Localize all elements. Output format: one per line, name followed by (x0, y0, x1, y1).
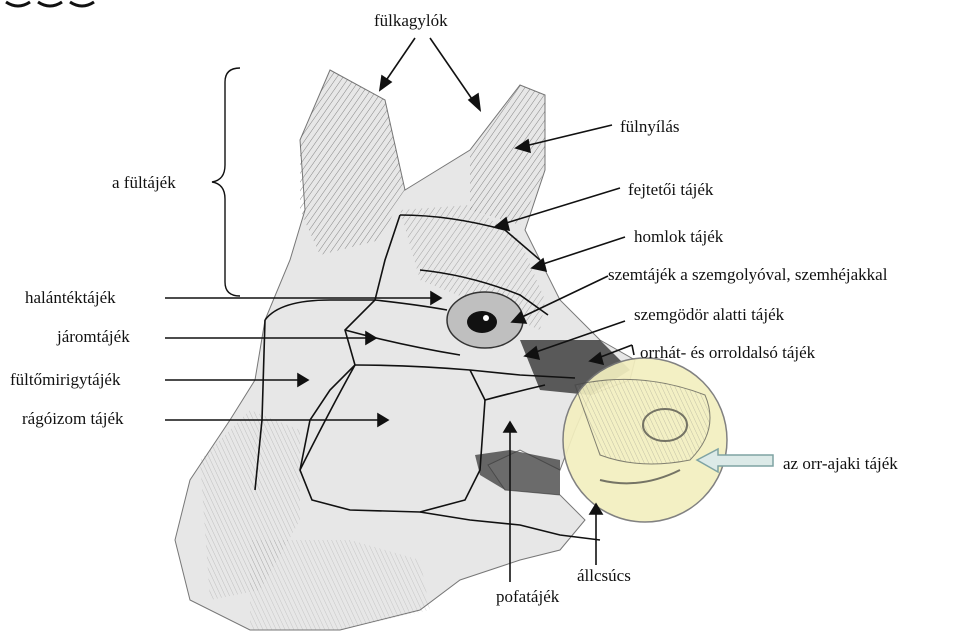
label-pofatajek: pofatájék (496, 588, 559, 605)
label-ragoizom: rágóizom tájék (22, 410, 124, 427)
label-fulnyilas: fülnyílás (620, 118, 680, 135)
label-fultomirigy: fültőmirigytájék (10, 371, 120, 388)
label-homlok: homlok tájék (634, 228, 723, 245)
label-fejtetoi: fejtetői tájék (628, 181, 713, 198)
label-szemtajek: szemtájék a szemgolyóval, szemhéjakkal (608, 266, 887, 283)
label-orrhat: orrhát- és orroldalsó tájék (640, 344, 815, 361)
label-halantek: halántéktájék (25, 289, 116, 306)
heading-fragment (0, 0, 110, 12)
dog-head-silhouette (175, 70, 635, 630)
label-jarom: járomtájék (57, 328, 130, 345)
label-fultajek: a fültájék (112, 174, 176, 191)
label-allcsucs: állcsúcs (577, 567, 631, 584)
label-fulkagylok: fülkagylók (374, 12, 448, 29)
brace-icon (212, 68, 240, 296)
label-szemgodor: szemgödör alatti tájék (634, 306, 784, 323)
label-orrajaki: az orr-ajaki tájék (783, 455, 898, 472)
